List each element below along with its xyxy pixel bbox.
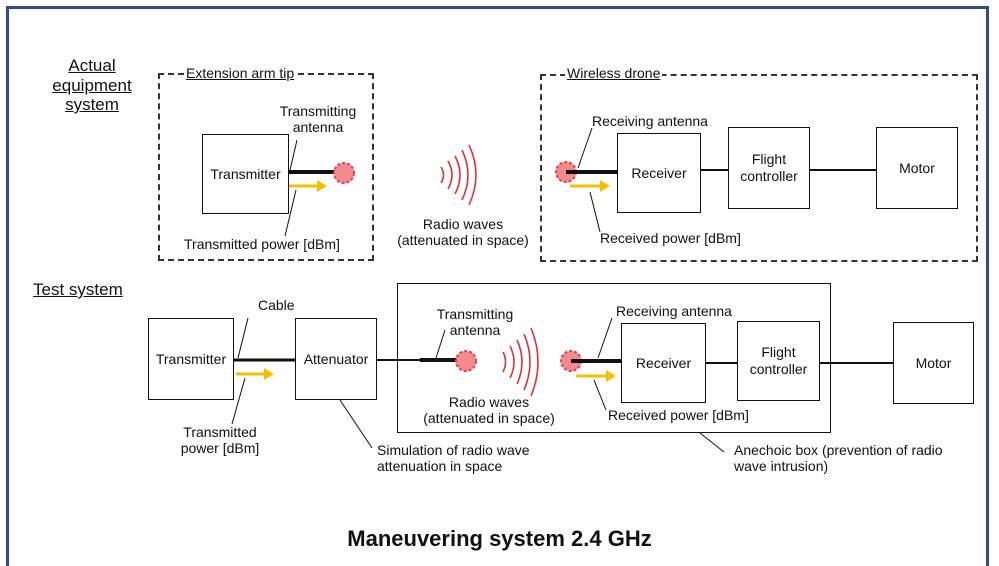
anechoic-box-pointer [699,432,725,453]
test-cable-pointer [237,317,249,359]
test-radio-label: Radio waves (attenuated in space) [423,394,555,427]
actual-tx-antenna-label: Transmitting antenna [279,103,357,136]
actual-radio-waves [440,144,477,206]
test-transmitter-box: Transmitter [148,318,234,400]
actual-radio-label: Radio waves (attenuated in space) [397,216,529,249]
actual-rx-antenna-label: Receiving antenna [592,113,708,129]
actual-tx-power-arrow [289,180,327,192]
actual-transmitter-box: Transmitter [202,134,289,214]
test-rx-power-label: Received power [dBm] [608,407,749,423]
test-receiver-label: Receiver [635,354,692,371]
actual-transmitter-label: Transmitter [210,165,281,182]
actual-rx-antenna-pointer [577,127,593,169]
section-actual-label: Actual equipment system [52,56,132,115]
test-tx-power-pointer [231,377,246,425]
test-tx-antenna-dot [455,350,477,372]
test-rx-power-pointer [593,379,607,411]
actual-tx-antenna-pointer [289,139,298,171]
actual-receiver-label: Receiver [631,164,687,181]
test-rx-antenna-label: Receiving antenna [616,303,732,319]
wireless-drone-label: Wireless drone [565,65,663,82]
actual-receiver-box: Receiver [617,133,701,213]
actual-tx-power-label: Transmitted power [dBm] [184,236,340,252]
attenuator-label: Attenuator [303,350,369,367]
actual-rx-power-label: Received power [dBm] [600,230,741,246]
test-tx-antenna-label: Transmitting antenna [436,306,514,339]
test-transmitter-label: Transmitter [155,350,227,367]
test-rx-power-arrow [576,370,616,382]
simulation-pointer [339,399,373,449]
test-radio-waves [502,327,539,397]
simulation-label: Simulation of radio wave attenuation in … [377,442,530,475]
actual-motor-label: Motor [899,159,935,176]
anechoic-box [397,283,831,433]
anechoic-box-label: Anechoic box (prevention of radio wave i… [734,442,943,475]
actual-rx-power-pointer [589,191,601,233]
actual-rx-power-arrow [570,180,610,192]
test-tx-power-label: Transmitted power [dBm] [180,424,260,457]
slide-frame [6,6,989,566]
actual-tx-power-pointer [284,189,297,237]
actual-tx-antenna-dot [333,162,355,184]
actual-motor-box: Motor [876,127,958,209]
wireless-drone-group [540,74,978,262]
test-tx-antenna-pointer [435,329,446,359]
extension-arm-label: Extension arm tip [184,65,297,82]
test-tx-power-arrow [236,368,274,380]
attenuator-box: Attenuator [295,318,377,400]
diagram-graphics [231,127,893,453]
section-test-label: Test system [33,280,123,299]
test-motor-box: Motor [893,322,974,404]
cable-label: Cable [258,297,295,313]
test-receiver-box: Receiver [621,323,706,403]
test-rx-antenna-pointer [597,317,613,359]
test-motor-label: Motor [915,354,952,371]
